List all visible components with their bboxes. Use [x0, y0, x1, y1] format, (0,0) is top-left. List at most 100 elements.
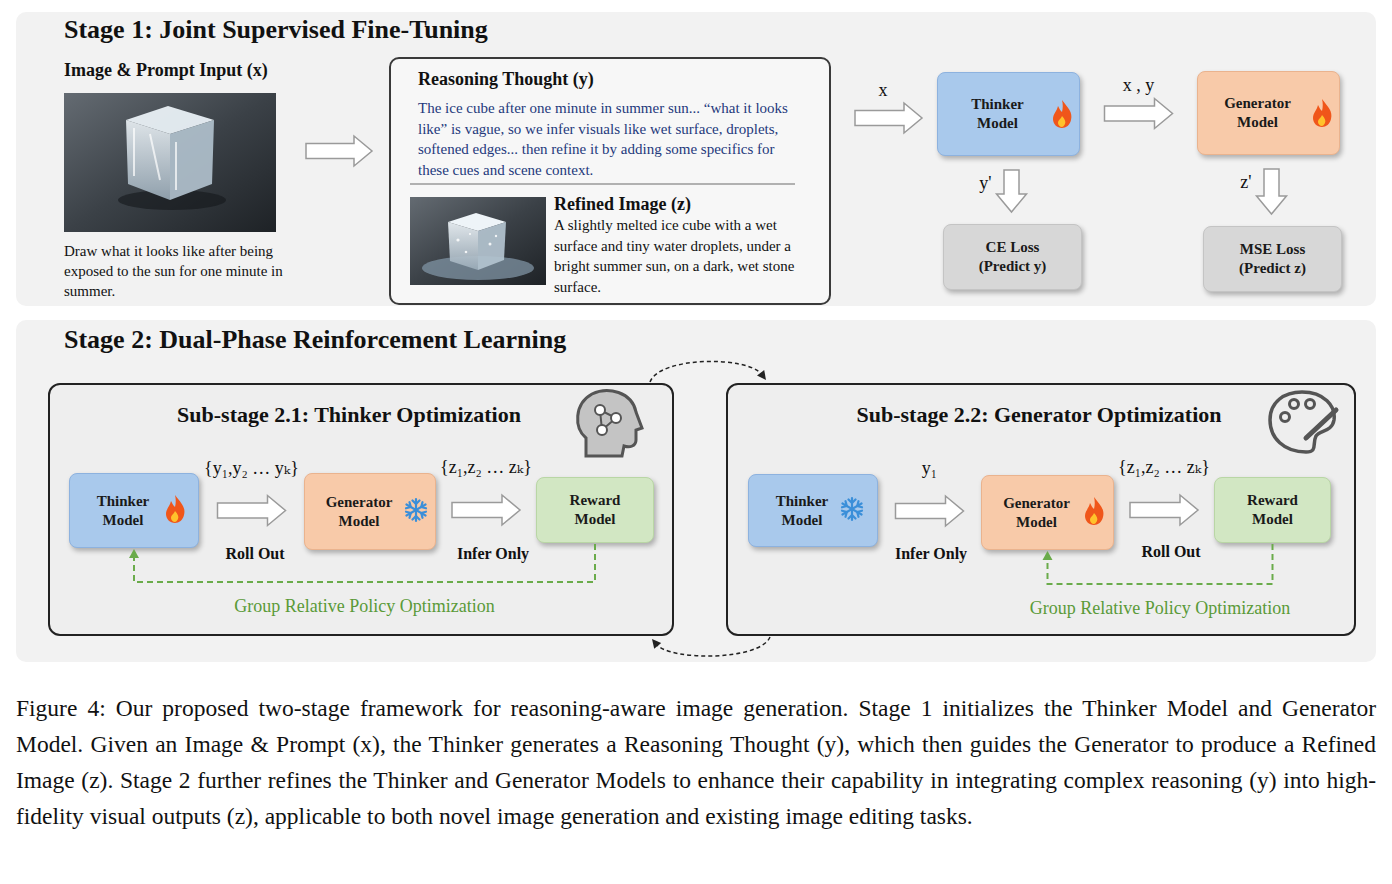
- connector: [1130, 495, 1198, 525]
- ice-right: [478, 222, 506, 270]
- connector: [997, 170, 1027, 212]
- connector: [452, 495, 520, 525]
- hollow-arrow: [855, 103, 922, 133]
- panel-title: Reasoning Thought (y): [418, 68, 818, 90]
- hollow-arrow: [997, 170, 1027, 212]
- text-slot: Stage 1: Joint Supervised Fine-Tuning: [64, 15, 488, 45]
- arrow-label: y': [979, 172, 991, 194]
- hollow-arrow: [218, 496, 286, 526]
- text-slot: Stage 2: Dual-Phase Reinforcement Learni…: [64, 325, 566, 355]
- caption-slot: Figure 4: Our proposed two-stage framewo…: [16, 690, 1376, 834]
- loss-box: MSE Loss (Predict z): [1203, 226, 1342, 292]
- panel-title: Stage 1: Joint Supervised Fine-Tuning: [64, 15, 488, 45]
- text-slot: Sub-stage 2.2: Generator Optimization: [728, 401, 1350, 429]
- box-label: Generator Model: [1215, 94, 1301, 132]
- panel-title: Sub-stage 2.2: Generator Optimization: [728, 401, 1350, 429]
- edge-label-slot: {y₁,y₂ … yₖ}: [204, 457, 299, 479]
- graphic-part: [469, 233, 471, 235]
- label-slot: Roll Out: [225, 544, 284, 564]
- fire-icon: [1053, 100, 1071, 128]
- cycle-line: [656, 637, 770, 656]
- graphic-part: [1290, 400, 1299, 409]
- edge-label-slot: Group Relative Policy Optimization: [234, 595, 494, 617]
- arrow-label: x: [879, 79, 888, 101]
- arrow-label: x , y: [1123, 74, 1155, 96]
- reward-box: Reward Model: [1214, 477, 1331, 543]
- fire-icon: [1313, 99, 1331, 127]
- connector: [650, 361, 766, 382]
- label-slot: Infer Only: [895, 544, 967, 564]
- box-label: Reward Model: [1230, 491, 1316, 529]
- arrow-label: {z₁,z₂ … zₖ}: [440, 456, 532, 478]
- label-slot: x: [879, 79, 888, 101]
- graphic-part: [456, 238, 459, 241]
- step-label: Infer Only: [457, 544, 529, 564]
- edge-label-slot: y': [979, 172, 991, 194]
- edge-label-slot: x , y: [1123, 74, 1155, 96]
- label-slot: Image & Prompt Input (x): [64, 59, 268, 81]
- graphic-part: [578, 391, 642, 456]
- connector: [1257, 169, 1287, 214]
- arrowhead: [1043, 551, 1053, 560]
- fire-icon: [166, 495, 184, 523]
- hollow-arrow: [896, 496, 964, 526]
- box-label: Generator Model: [994, 494, 1080, 532]
- box-label: Generator Model: [316, 493, 402, 531]
- ice-highlight: [134, 128, 176, 190]
- connector: [129, 544, 595, 582]
- graphic-part: [1306, 410, 1336, 438]
- snowflake-icon: [841, 498, 864, 520]
- reward-box: Reward Model: [536, 477, 654, 543]
- step-label: Infer Only: [895, 544, 967, 564]
- graphic-part: [611, 413, 621, 423]
- text-slot: A slightly melted ice cube with a wet su…: [554, 215, 822, 297]
- panel-title: Sub-stage 2.1: Thinker Optimization: [50, 401, 648, 429]
- droplets: [456, 233, 497, 253]
- graphic-part: [1306, 400, 1315, 409]
- panel-text: Refined Image (z): [554, 193, 816, 215]
- box-label: Thinker Model: [955, 95, 1041, 133]
- input-heading: Image & Prompt Input (x): [64, 59, 268, 81]
- divider-line: [410, 183, 795, 185]
- label-slot: Roll Out: [1141, 542, 1200, 562]
- loss-box: CE Loss (Predict y): [943, 224, 1082, 290]
- graphic-part: [465, 251, 468, 254]
- edge-label-slot: {z₁,z₂ … zₖ}: [440, 456, 532, 478]
- edge-label-slot: z': [1240, 171, 1251, 193]
- feedback-label: Group Relative Policy Optimization: [234, 595, 494, 617]
- feedback-line: [134, 544, 595, 582]
- hollow-arrow: [1130, 495, 1198, 525]
- arrowhead: [757, 370, 766, 380]
- cycle-line: [650, 361, 762, 382]
- step-label: Roll Out: [225, 544, 284, 564]
- connector: [218, 496, 286, 526]
- edge-label-slot: {z₁,z₂ … zₖ}: [1118, 456, 1210, 478]
- graphic-part: [489, 243, 492, 246]
- ice-left: [126, 120, 170, 200]
- connector: [896, 496, 964, 526]
- panel-text: The ice cube after one minute in summer …: [418, 98, 806, 180]
- hollow-arrow: [1105, 99, 1173, 129]
- arrowhead: [129, 549, 139, 558]
- text-slot: The ice cube after one minute in summer …: [418, 98, 806, 180]
- connector: [652, 637, 770, 656]
- panel-title: Stage 2: Dual-Phase Reinforcement Learni…: [64, 325, 566, 355]
- head-icon: [578, 391, 642, 456]
- panel-text: A slightly melted ice cube with a wet su…: [554, 215, 822, 297]
- text-slot: Reasoning Thought (y): [418, 68, 818, 90]
- label-slot: Draw what it looks like after being expo…: [64, 241, 316, 301]
- box-label: MSE Loss (Predict z): [1230, 240, 1316, 278]
- arrow-label: {y₁,y₂ … yₖ}: [204, 457, 299, 479]
- ice-left: [448, 222, 478, 270]
- step-label: Roll Out: [1141, 542, 1200, 562]
- arrow-label: y₁: [922, 457, 937, 479]
- thinker-box: Thinker Model: [748, 474, 878, 547]
- arrow-label: {z₁,z₂ … zₖ}: [1118, 456, 1210, 478]
- text-slot: Sub-stage 2.1: Thinker Optimization: [50, 401, 648, 429]
- box-label: Thinker Model: [759, 492, 845, 530]
- hollow-arrow: [452, 495, 520, 525]
- feedback-label: Group Relative Policy Optimization: [1030, 597, 1290, 619]
- arrowhead: [652, 639, 661, 649]
- graphic-part: [495, 235, 497, 237]
- box-label: Thinker Model: [80, 492, 166, 530]
